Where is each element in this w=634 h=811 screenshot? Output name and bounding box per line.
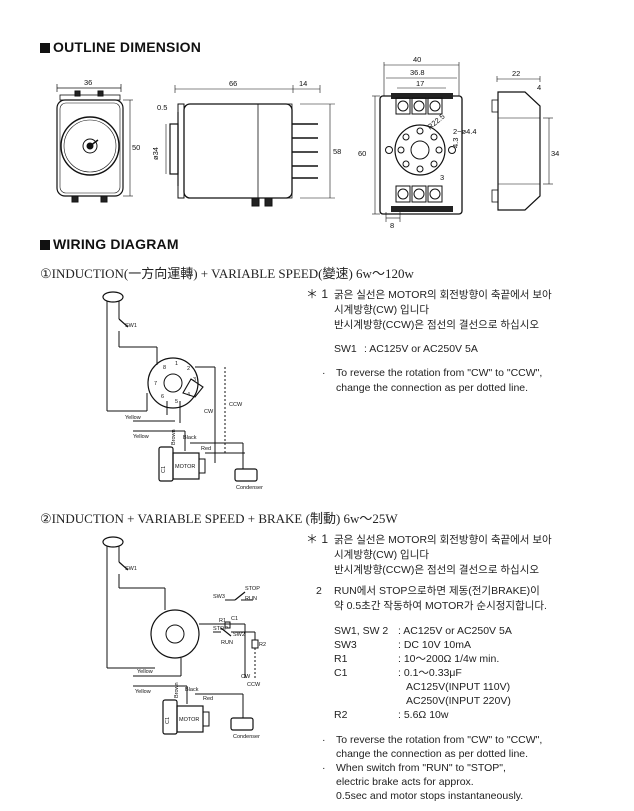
dim-phi44: 2−ø4.4 — [453, 127, 477, 136]
terminal-8: 8 — [163, 365, 166, 371]
label2-sw1: SW1 — [125, 566, 137, 572]
spec-row: SW1, SW 2: AC125V or AC250V 5A — [334, 625, 512, 637]
section2-spec-table: SW1, SW 2: AC125V or AC250V 5A SW3: DC 1… — [334, 624, 512, 722]
section1-reverse-note: ·To reverse the rotation from "CW" to "C… — [322, 367, 543, 394]
label2-motor: MOTOR — [179, 717, 199, 723]
terminal-7: 7 — [154, 381, 157, 387]
wiring-diagram-2: SW1 SW3 STOP RUN R1 C1 STOP SW2 RUN R2 C… — [102, 536, 266, 740]
section2-title: ②INDUCTION + VARIABLE SPEED + BRAKE (制動)… — [40, 511, 398, 526]
label-yellow-2: Yellow — [133, 434, 149, 440]
dim-40: 40 — [413, 55, 421, 64]
terminal-1: 1 — [175, 361, 178, 367]
dim-36-8: 36.8 — [410, 68, 425, 77]
dim-50: 50 — [132, 143, 140, 152]
terminal-6: 6 — [161, 394, 164, 400]
label2-c1-motor: C1 — [165, 717, 171, 724]
section1-spec-key: SW1 — [334, 343, 357, 355]
label-motor: MOTOR — [175, 464, 195, 470]
label2-run-2: RUN — [221, 640, 233, 646]
terminal-4: 4 — [187, 392, 190, 398]
label2-c1: C1 — [231, 616, 238, 622]
label-black: Black — [183, 435, 197, 441]
dim-14: 14 — [299, 79, 307, 88]
section2-reverse-note: ·To reverse the rotation from "CW" to "C… — [322, 734, 543, 802]
section2-note-line-3: 반시계방향(CCW)은 점선의 결선으로 하십시오 — [334, 564, 540, 576]
socket-side-view — [491, 76, 553, 211]
label-red: Red — [201, 446, 211, 452]
spec-row: AC125V(INPUT 110V) — [406, 681, 511, 693]
dim-phi34: ø34 — [151, 147, 160, 160]
label2-red: Red — [203, 696, 213, 702]
bullet-dot: · — [322, 762, 326, 774]
section2-note-line-2: 시계방향(CW) 입니다 — [334, 549, 430, 561]
dim-36: 36 — [84, 78, 92, 87]
section1-note-line-3: 반시계방향(CCW)은 점선의 결선으로 하십시오 — [334, 319, 540, 331]
label2-condenser: Condenser — [233, 734, 260, 740]
label2-black: Black — [185, 687, 199, 693]
label2-sw3: SW3 — [213, 594, 225, 600]
dim-17: 17 — [416, 79, 424, 88]
wiring-heading: WIRING DIAGRAM — [40, 236, 179, 252]
label2-r2: R2 — [259, 642, 266, 648]
spec-row: SW3: DC 10V 10mA — [334, 639, 471, 651]
wiring-diagram-1: SW1 CW CCW Yellow Yellow Brown Black Red… — [102, 291, 263, 491]
label2-yellow-2: Yellow — [135, 689, 151, 695]
spec-row: R2: 5.6Ω 10w — [334, 709, 449, 721]
terminal-2: 2 — [187, 366, 190, 372]
square-bullet-icon — [40, 43, 50, 53]
side-view — [165, 85, 335, 207]
front-view — [56, 84, 133, 203]
outline-dimension-drawing: 36 50 66 14 0.5 ø34 58 40 36.8 17 60 R22… — [56, 55, 559, 230]
dim-4: 4 — [537, 83, 541, 92]
section2-note2-line-2: 약 0.5초간 작동하여 MOTOR가 순시정지합니다. — [334, 600, 547, 612]
label2-stop-2: STOP — [213, 626, 228, 632]
socket-view — [372, 62, 463, 222]
bullet-dot: · — [322, 734, 326, 746]
square-bullet-icon — [40, 240, 50, 250]
bullet-dot: · — [322, 367, 326, 379]
dim-58: 58 — [333, 147, 341, 156]
label-c1: C1 — [161, 466, 167, 473]
outline-heading: OUTLINE DIMENSION — [40, 39, 201, 55]
section1-title: ①INDUCTION(一方向運轉) + VARIABLE SPEED(變速) 6… — [40, 266, 414, 281]
label2-cw: CW — [241, 674, 251, 680]
section1-spec-value: : AC125V or AC250V 5A — [364, 343, 478, 355]
terminal-3: 3 — [193, 377, 196, 383]
dim-3: 3 — [440, 173, 444, 182]
spec-row: C1: 0.1～0.33μF — [334, 667, 462, 679]
label-condenser: Condenser — [236, 485, 263, 491]
label2-r1: R1 — [219, 618, 226, 624]
dim-8: 8 — [390, 221, 394, 230]
label2-stop: STOP — [245, 586, 260, 592]
label2-sw2: SW2 — [233, 632, 245, 638]
spec-row: R1: 10～200Ω 1/4w min. — [334, 653, 500, 665]
dim-05: 0.5 — [157, 103, 167, 112]
label-brown: Brown — [171, 429, 177, 445]
label-ccw: CCW — [229, 402, 243, 408]
section1-spec: SW1 : AC125V or AC250V 5A — [334, 343, 478, 355]
label-sw1: SW1 — [125, 323, 137, 329]
label2-ccw: CCW — [247, 682, 261, 688]
terminal-5: 5 — [175, 399, 178, 405]
spec-row: AC250V(INPUT 220V) — [406, 695, 511, 707]
dim-60: 60 — [358, 149, 366, 158]
dim-43: 4.3 — [451, 138, 460, 148]
section1-note-line-2: 시계방향(CW) 입니다 — [334, 304, 430, 316]
label-cw: CW — [204, 409, 214, 415]
dim-34: 34 — [551, 149, 559, 158]
label2-brown: Brown — [174, 682, 180, 698]
dim-r225: R22.5 — [426, 112, 447, 132]
dim-22: 22 — [512, 69, 520, 78]
dim-66: 66 — [229, 79, 237, 88]
label-yellow-1: Yellow — [125, 415, 141, 421]
label2-run: RUN — [245, 596, 257, 602]
label2-yellow-1: Yellow — [137, 669, 153, 675]
